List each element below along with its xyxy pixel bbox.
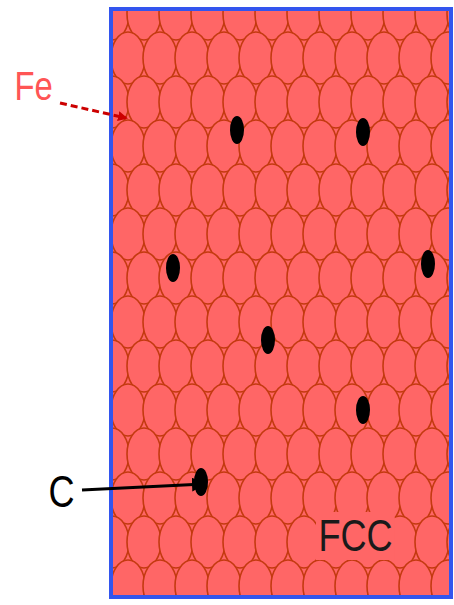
carbon-atom <box>356 118 370 146</box>
iron-atoms <box>112 10 450 596</box>
fe-leader-arrow <box>60 103 126 118</box>
carbon-atom <box>166 254 180 282</box>
iron-atom <box>143 560 177 596</box>
iron-atom <box>335 560 369 596</box>
iron-atom <box>431 560 450 596</box>
carbon-atom <box>356 396 370 424</box>
c-leader-arrow <box>82 484 204 490</box>
element-label: C <box>46 468 77 516</box>
iron-atom <box>175 560 209 596</box>
iron-atom <box>367 560 401 596</box>
iron-atom <box>112 560 145 596</box>
iron-atom <box>271 560 305 596</box>
iron-atom <box>239 560 273 596</box>
carbon-atom <box>194 468 208 496</box>
element-label: Fe <box>12 64 55 108</box>
carbon-atom <box>261 326 275 354</box>
iron-atom <box>207 560 241 596</box>
carbon-atom <box>230 116 244 144</box>
iron-atom <box>303 560 337 596</box>
lattice-ground <box>112 10 450 596</box>
iron-atom <box>399 560 433 596</box>
structure-label: FCC <box>316 512 395 560</box>
crystal-border <box>111 9 451 597</box>
carbon-atom <box>421 250 435 278</box>
carbon-atoms <box>166 116 435 496</box>
